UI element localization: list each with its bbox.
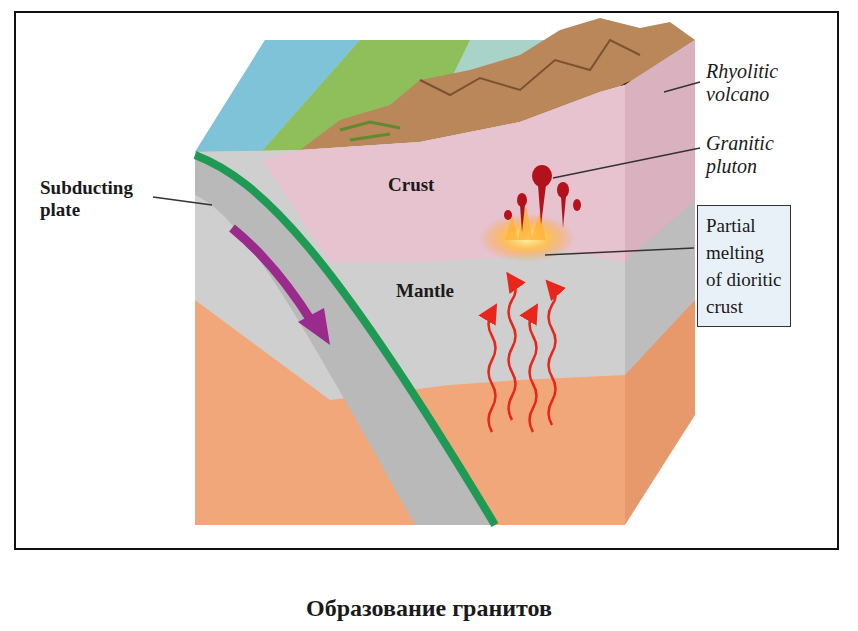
box-text: Partial melting of dioritic crust — [706, 212, 782, 320]
layer-label: Mantle — [396, 280, 454, 302]
asthenosphere-side — [625, 40, 695, 525]
mantle-side — [625, 40, 695, 375]
label-box: Partial melting of dioritic crust — [697, 205, 791, 327]
slab-top — [195, 155, 495, 525]
frame — [15, 12, 838, 549]
ridges — [420, 40, 640, 95]
callout-label: Rhyolitic volcano — [706, 60, 821, 106]
heat-arrows — [489, 280, 556, 432]
leader-lines — [153, 82, 700, 255]
subduction-arrowhead — [298, 308, 330, 345]
asthenosphere — [195, 85, 625, 525]
callout-label: Granitic pluton — [706, 132, 811, 178]
crust-area — [262, 85, 625, 262]
flames — [505, 205, 546, 240]
layer-label: Crust — [388, 174, 434, 196]
subducting-slab — [195, 155, 495, 525]
vegetation — [340, 122, 400, 140]
caption: Образование гранитов — [306, 594, 552, 622]
plate-label: Subducting plate — [40, 177, 155, 221]
subduction-arrow — [232, 228, 312, 322]
